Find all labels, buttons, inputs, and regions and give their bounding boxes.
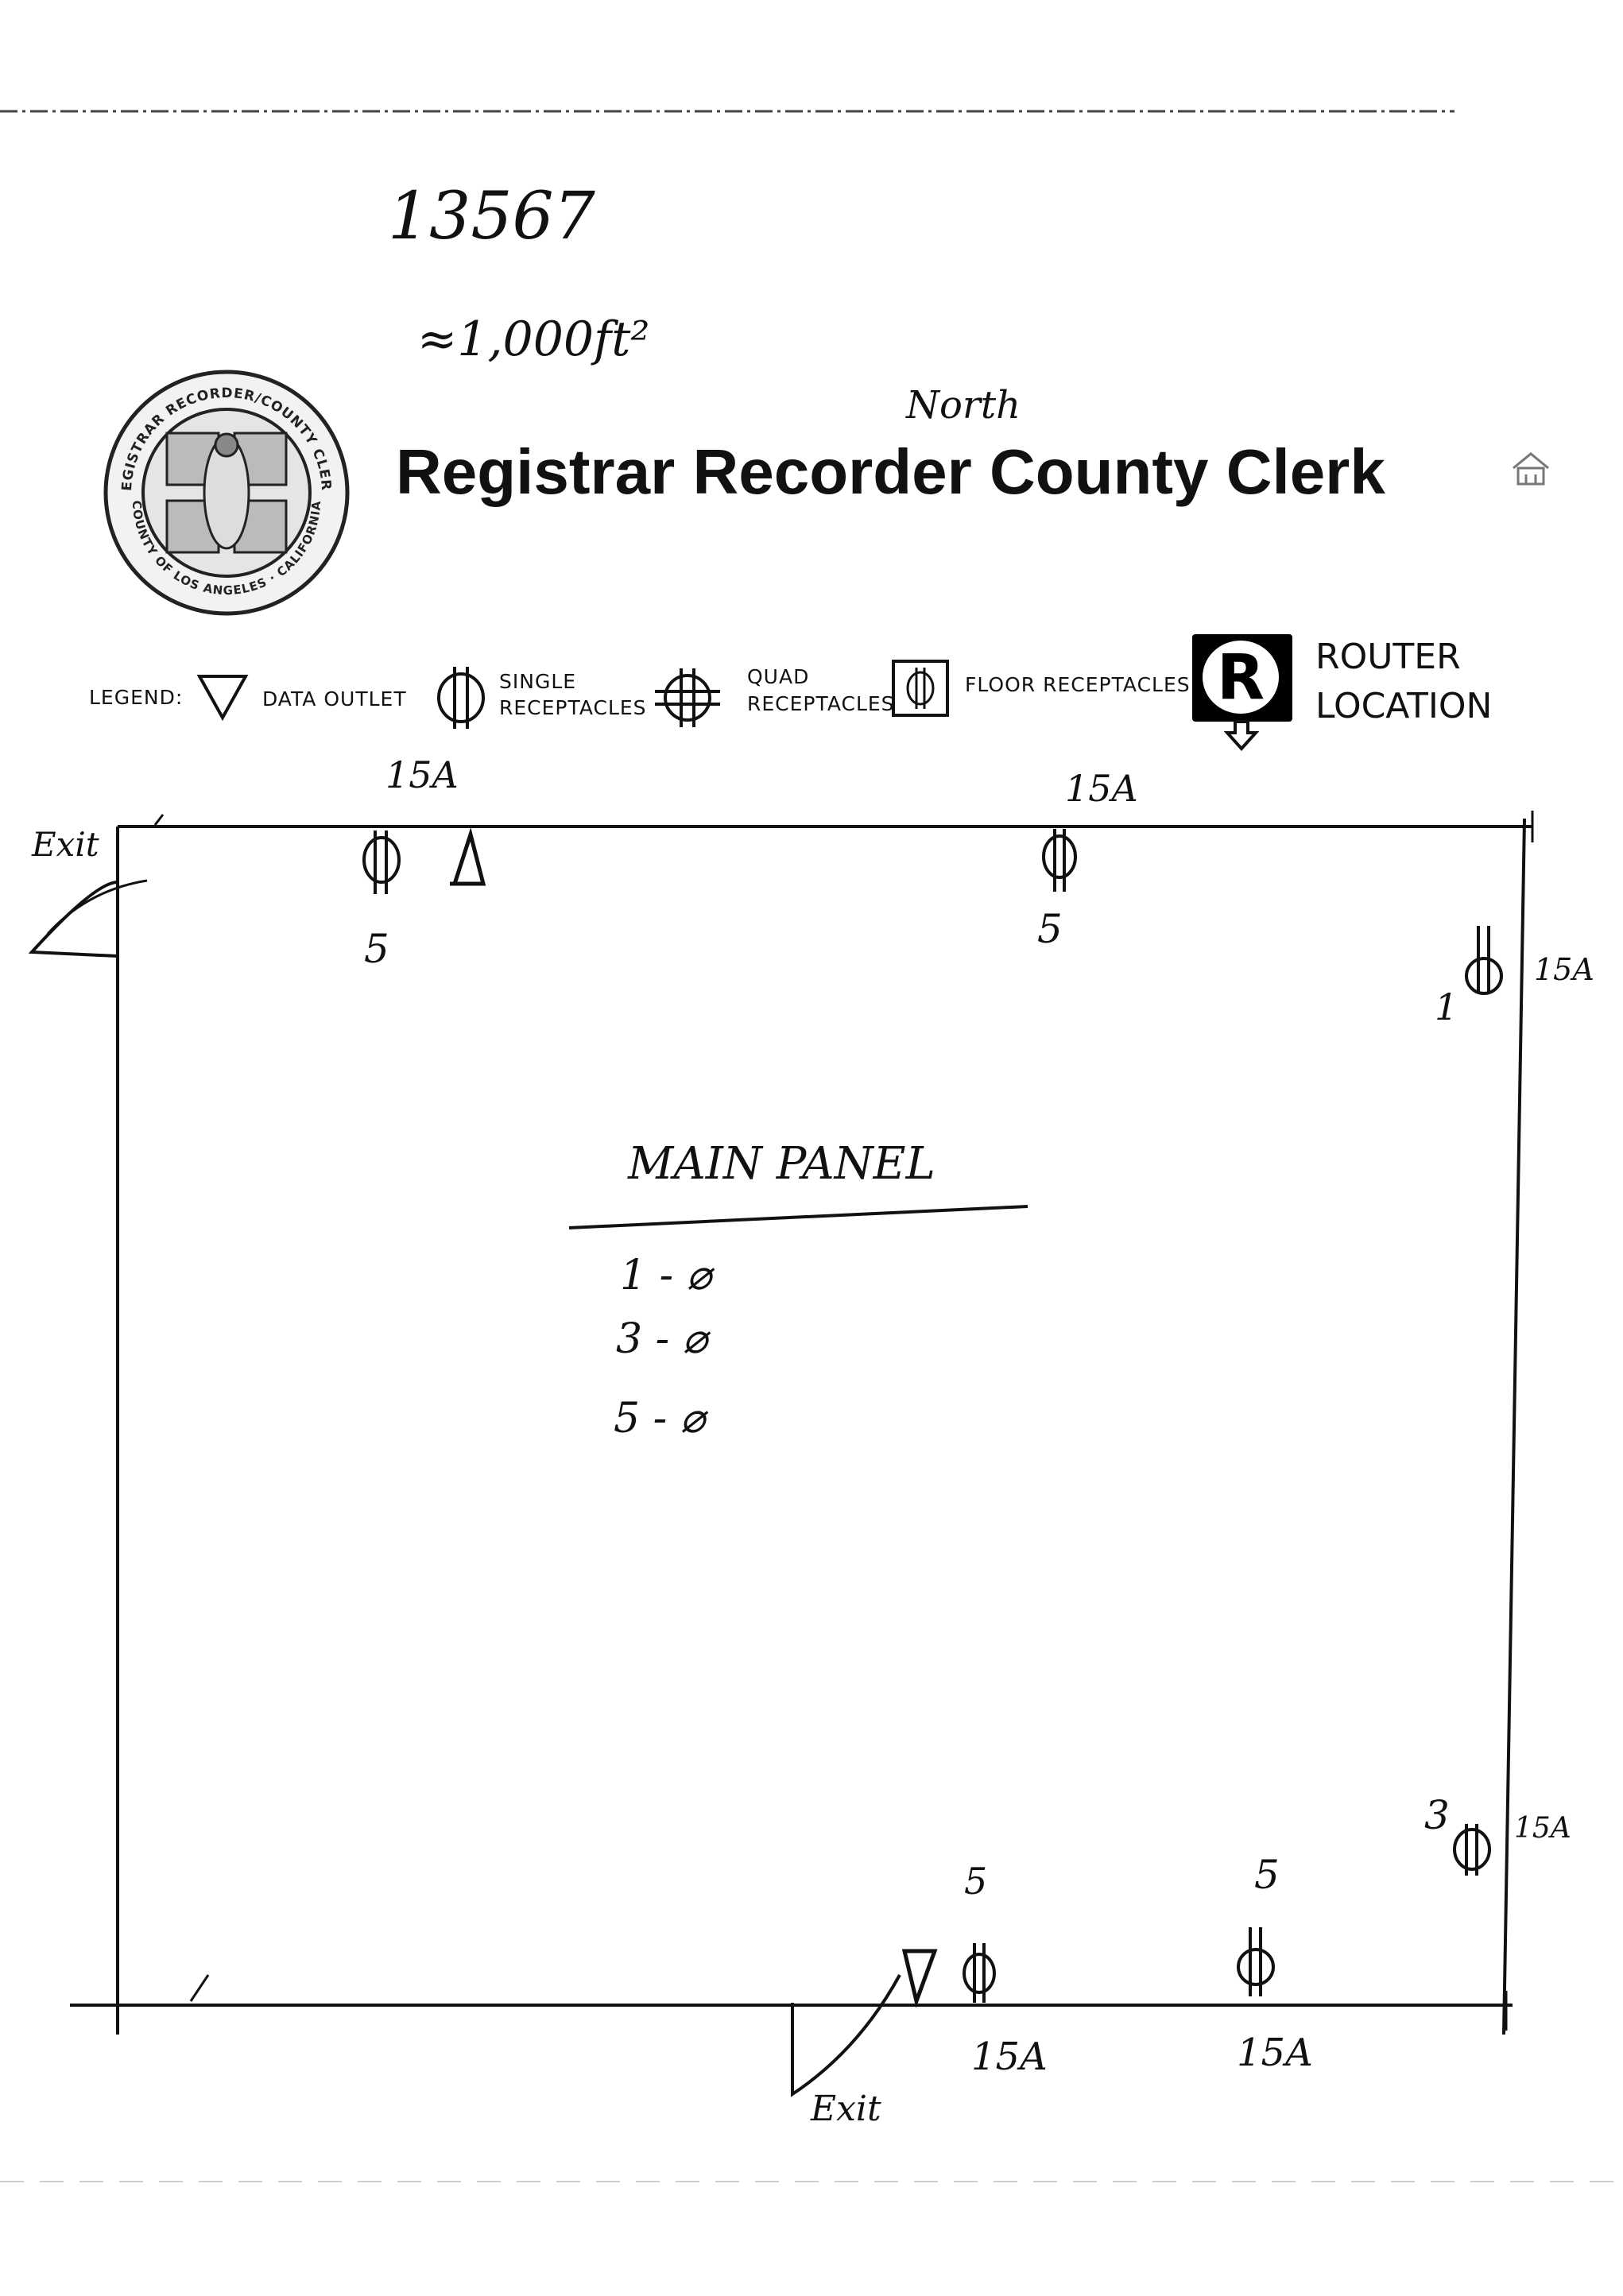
legend-router-1: ROUTER <box>1315 637 1461 677</box>
main-panel-row-1: 1 - ⌀ <box>620 1252 712 1299</box>
wall-right <box>1502 818 1526 2035</box>
receptacle-top-left-icon <box>362 831 401 894</box>
north-label: North <box>906 383 1021 428</box>
amp-label-top-left: 15A <box>385 753 459 796</box>
legend-data-outlet: DATA OUTLET <box>262 687 407 710</box>
circuit-label-right-lower: 3 <box>1424 1792 1450 1838</box>
exit-label-bottom: Exit <box>811 2089 881 2129</box>
legend-floor: FLOOR RECEPTACLES <box>965 673 1191 696</box>
router-arrow-icon <box>1224 720 1259 751</box>
amp-label-top-center: 15A <box>1065 767 1138 810</box>
main-panel-row-3: 5 - ⌀ <box>614 1395 706 1442</box>
doc-number: 13567 <box>388 179 595 254</box>
amp-label-bottom-right: 15A <box>1237 2031 1313 2075</box>
home-icon <box>1513 452 1549 486</box>
amp-label-bottom-left: 15A <box>971 2035 1048 2079</box>
quad-receptacle-icon <box>655 668 720 727</box>
legend-single-2: RECEPTACLES <box>499 696 647 719</box>
data-outlet-top-icon <box>450 827 486 886</box>
circuit-label-top-left: 5 <box>364 926 389 972</box>
exit-door-top-left <box>28 881 118 958</box>
receptacle-top-center-icon <box>1042 829 1077 892</box>
legend-label: LEGEND: <box>89 686 184 709</box>
area-note: ≈1,000ft² <box>417 312 650 367</box>
legend-router-2: LOCATION <box>1315 686 1493 726</box>
exit-door-bottom <box>791 1974 901 2097</box>
floor-receptacle-icon <box>892 660 949 717</box>
single-receptacle-icon <box>437 667 485 729</box>
amp-label-right-lower: 15A <box>1514 1812 1571 1845</box>
router-letter: R <box>1216 642 1265 714</box>
main-panel-row-2: 3 - ⌀ <box>616 1315 708 1363</box>
main-panel-heading: MAIN PANEL <box>628 1138 935 1190</box>
receptacle-right-lower-icon <box>1453 1824 1491 1876</box>
circuit-label-bottom-right: 5 <box>1254 1852 1280 1898</box>
circuit-label-bottom-left: 5 <box>964 1860 988 1903</box>
amp-label-right-upper: 15A <box>1534 952 1594 987</box>
exit-label-top-left: Exit <box>32 825 99 864</box>
circuit-label-top-center: 5 <box>1037 906 1063 952</box>
legend-quad-1: QUAD <box>747 665 810 688</box>
page-title: Registrar Recorder County Clerk <box>396 436 1385 507</box>
receptacle-bottom-right-icon <box>1237 1927 1275 1996</box>
receptacle-bottom-left-icon <box>963 1943 996 2003</box>
receptacle-right-upper-icon <box>1465 926 1503 995</box>
legend-single-1: SINGLE <box>499 670 577 693</box>
legend-quad-2: RECEPTACLES <box>747 692 895 715</box>
router-symbol-icon: R <box>1192 634 1292 722</box>
county-seal-icon: REGISTRAR RECORDER/COUNTY CLERK COUNTY O… <box>99 366 350 616</box>
data-outlet-icon <box>196 675 249 722</box>
data-outlet-bottom-icon <box>901 1949 938 2008</box>
circuit-label-right-upper: 1 <box>1435 985 1458 1028</box>
